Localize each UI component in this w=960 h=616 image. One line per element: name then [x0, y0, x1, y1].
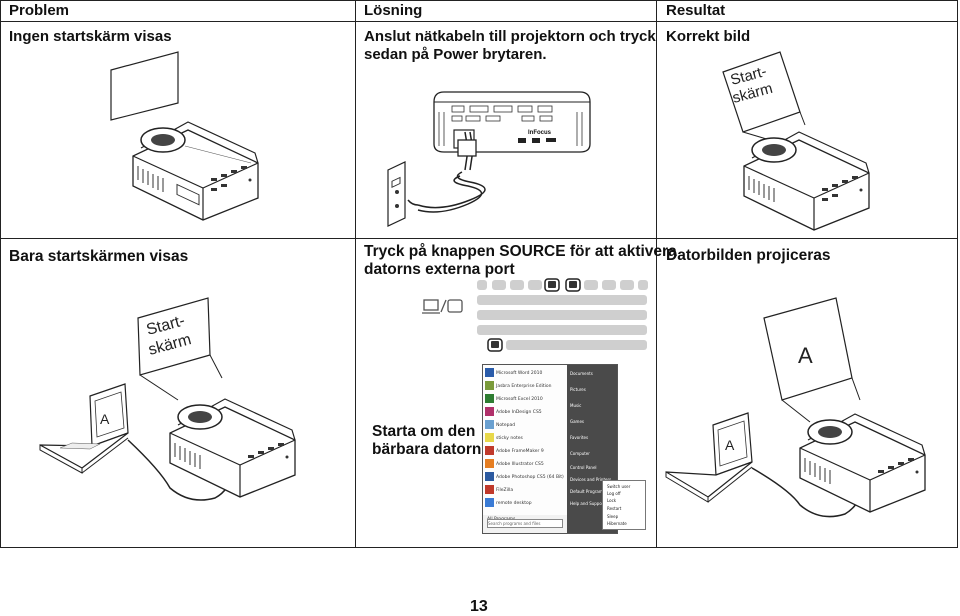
header-result: Resultat [666, 2, 726, 19]
program-item: Notepad [485, 419, 567, 432]
row2-solution-line2: datorns externa port [364, 261, 515, 278]
program-item: Adobe Illustrator CS5 [485, 458, 567, 471]
laptop-1: A [39, 383, 129, 474]
place-item: Computer [570, 451, 590, 456]
remote-desktop-icon [485, 498, 494, 507]
restart-note-line1: Starta om den [372, 423, 476, 440]
table-border-right [957, 0, 958, 548]
row1-problem: Ingen startskärm visas [9, 28, 172, 45]
row2-solution: Tryck på knappen SOURCE för att aktivera… [364, 243, 677, 279]
submenu-item: Hibernate [607, 521, 627, 526]
submenu-item: Switch user [607, 484, 631, 489]
app-icon [485, 381, 494, 390]
blank-screen [110, 51, 179, 121]
shutdown-submenu: Switch user Log off Lock Restart Sleep H… [602, 480, 646, 530]
program-item: Jasbra Enterprise Edition [485, 380, 567, 393]
source-icon [422, 299, 463, 314]
row1-solution-line2: sedan på Power brytaren. [364, 46, 547, 63]
program-item: Adobe InDesign CS5 [485, 406, 567, 419]
column-divider-2 [656, 0, 657, 548]
submenu-item: Log off [607, 491, 621, 496]
row2-problem: Bara startskärmen visas [9, 248, 189, 265]
program-item: Adobe Photoshop CS5 (64 Bit) [485, 471, 567, 484]
projector-2 [743, 131, 870, 231]
row-divider [0, 238, 958, 239]
page-number: 13 [470, 598, 488, 615]
submenu-item: Restart [607, 506, 622, 511]
wall-outlet [387, 161, 419, 227]
row2-solution-line1: Tryck på knappen SOURCE för att aktivera [364, 243, 677, 260]
power-cord [417, 131, 486, 213]
table-border-top [0, 0, 958, 1]
program-item: Microsoft Word 2010 [485, 367, 567, 380]
restart-note: Starta om den bärbara datorn [372, 423, 481, 459]
word-icon [485, 368, 494, 377]
projector-4 [799, 413, 926, 513]
place-item: Control Panel [570, 465, 597, 470]
place-item: Documents [570, 371, 593, 376]
row1-solution: Anslut nätkabeln till projektorn och try… [364, 28, 656, 64]
laptop-2: A [665, 412, 753, 503]
projector-3 [169, 398, 296, 498]
place-item: Favorites [570, 435, 589, 440]
start-menu: Microsoft Word 2010 Jasbra Enterprise Ed… [482, 364, 618, 534]
header-solution: Lösning [364, 2, 423, 19]
projector-1 [132, 121, 259, 221]
column-divider-1 [355, 0, 356, 548]
header-divider [0, 21, 958, 22]
place-item: Devices and Printers [570, 477, 612, 482]
start-search-field: Search programs and files [487, 519, 563, 528]
header-problem: Problem [9, 2, 70, 19]
illustrator-icon [485, 459, 494, 468]
table-border-left [0, 0, 1, 548]
place-item: Pictures [570, 387, 586, 392]
start-menu-programs: Microsoft Word 2010 Jasbra Enterprise Ed… [483, 365, 567, 515]
framemaker-icon [485, 446, 494, 455]
row2-result: Datorbilden projiceras [666, 247, 831, 264]
place-item: Default Programs [570, 489, 605, 494]
power-plug [457, 139, 477, 157]
indesign-icon [485, 407, 494, 416]
program-item: FileZilla [485, 484, 567, 497]
table-border-bottom [0, 547, 958, 548]
keyboard-keys [477, 280, 648, 350]
row1-solution-line1: Anslut nätkabeln till projektorn och try… [364, 28, 656, 45]
submenu-item: Lock [607, 498, 617, 503]
program-item: remote desktop [485, 497, 567, 510]
submenu-item: Sleep [607, 514, 619, 519]
filezilla-icon [485, 485, 494, 494]
program-item: Adobe FrameMaker 9 [485, 445, 567, 458]
rear-brand: InFocus [528, 130, 552, 136]
restart-note-line2: bärbara datorn [372, 441, 482, 458]
projector-rear: InFocus [433, 91, 591, 153]
result-screen-letter: A [798, 343, 813, 368]
excel-icon [485, 394, 494, 403]
photoshop-icon [485, 472, 494, 481]
laptop-1-letter: A [100, 411, 110, 427]
laptop-2-letter: A [725, 437, 735, 453]
place-item: Help and Support [570, 501, 605, 506]
program-item: sticky notes [485, 432, 567, 445]
place-item: Music [570, 403, 582, 408]
place-item: Games [570, 419, 584, 424]
program-item: Microsoft Excel 2010 [485, 393, 567, 406]
sticky-notes-icon [485, 433, 494, 442]
notepad-icon [485, 420, 494, 429]
row1-result: Korrekt bild [666, 28, 751, 45]
